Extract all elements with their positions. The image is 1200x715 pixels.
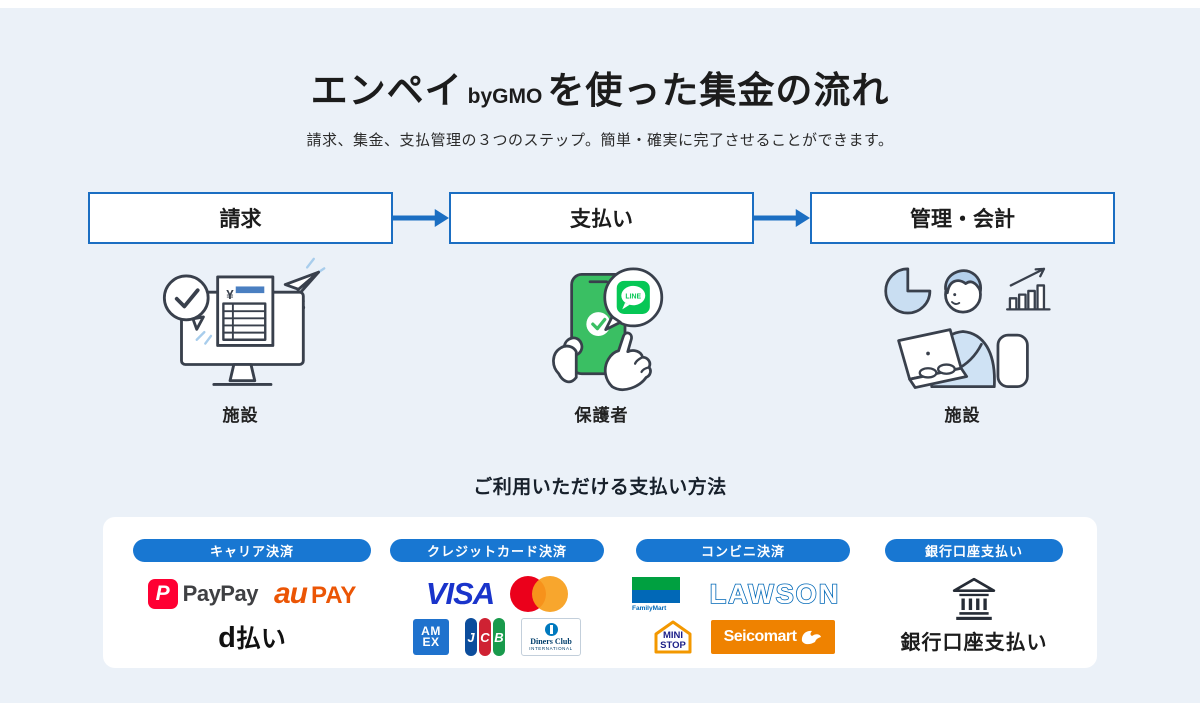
page-top-margin [0,0,1200,8]
mastercard-logo [510,576,569,612]
step-box-billing: 請求 [88,192,393,244]
step-box-accounting: 管理・会計 [810,192,1115,244]
figure-accounting: 施設 [810,256,1115,426]
step-box-payment: 支払い [449,192,754,244]
figure-guardian: LINE 保護者 [449,256,754,426]
category-pill-carrier: キャリア決済 [133,539,371,562]
svg-text:LINE: LINE [625,293,641,300]
category-pill-bank: 銀行口座支払い [885,539,1063,562]
jcb-logo: J C B [465,618,505,656]
title-rest: を使った集金の流れ [547,70,890,111]
flow-arrow-1 [393,206,449,230]
figure-caption-facility2: 施設 [944,406,981,425]
payment-col-credit: クレジットカード決済 VISA AM EX J C B Diners Club … [377,539,617,668]
title-brand: エンペイ [310,70,463,111]
diners-circle-icon [544,623,558,636]
svg-text:LAWSON: LAWSON [710,579,841,609]
payment-col-carrier: キャリア決済 P PayPay au PAY d払い [127,539,377,668]
arrow-right-icon [393,209,449,227]
diners-club-logo: Diners Club INTERNATIONAL [521,618,581,656]
flow-arrow-2 [754,206,810,230]
seicomart-bird-icon [802,630,822,645]
page-bottom-margin [0,703,1200,715]
arrow-right-icon [754,209,810,227]
visa-logo: VISA [425,576,495,611]
category-pill-conbini: コンビニ決済 [636,539,850,562]
amex-logo: AM EX [413,619,449,655]
page-subtitle: 請求、集金、支払管理の３つのステップ。簡単・確実に完了させることができます。 [306,132,894,149]
phone-line-illustration: LINE [551,267,663,391]
familymart-blue-bar [632,589,680,603]
familymart-logo: FamilyMart [632,576,680,612]
payment-methods-panel: キャリア決済 P PayPay au PAY d払い クレジットカード決済 VI… [103,517,1097,668]
paypay-logo: P PayPay [147,579,258,609]
svg-text:MINI: MINI [663,630,683,641]
familymart-green-bar [632,576,680,590]
mastercard-orange-circle [532,576,569,612]
figure-billing: ¥ 施設 [88,256,393,426]
seicomart-logo: Seicomart [711,620,835,654]
payment-col-conbini: コンビニ決済 FamilyMart LAWSON MINI STOP [617,539,869,668]
au-pay-logo: au PAY [273,577,357,610]
payments-section-title: ご利用いただける支払い方法 [473,477,727,498]
ministop-logo: MINI STOP [651,619,695,655]
invoice-monitor-illustration: ¥ [162,257,326,386]
figure-caption-facility: 施設 [222,406,259,425]
payment-col-bank: 銀行口座支払い 銀行口座支払い [869,539,1079,668]
flow-steps: 請求 支払い 管理・会計 [88,192,1115,244]
svg-text:STOP: STOP [660,640,686,651]
flow-figures: ¥ 施設 LINE [88,256,1115,426]
figure-caption-guardian: 保護者 [574,406,629,425]
bank-building-icon [952,577,996,620]
category-pill-credit: クレジットカード決済 [390,539,604,562]
bank-transfer-label: 銀行口座支払い [900,632,1048,654]
paypay-icon: P [147,579,178,609]
lawson-logo: LAWSON [696,578,854,610]
title-bygmo: byGMO [467,85,543,108]
person-laptop-illustration [883,267,1051,389]
svg-text:¥: ¥ [226,287,234,302]
d-barai-logo: d払い [218,622,286,654]
